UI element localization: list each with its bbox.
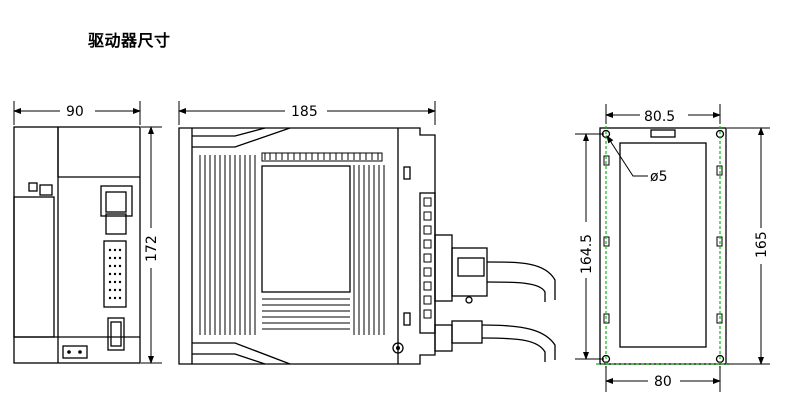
page-title: 驱动器尺寸 (88, 31, 171, 50)
front-view: 90 172 (13, 101, 162, 364)
front-width-dim: 90 (66, 104, 84, 120)
side-width-dim: 185 (291, 104, 318, 120)
mount-top-dim: 80.5 (644, 109, 675, 125)
mount-bottom-dim: 80 (654, 374, 672, 390)
front-height-dim: 172 (144, 235, 160, 262)
mount-hole-dim: ø5 (650, 169, 667, 185)
mount-right-height-dim: 165 (754, 231, 770, 258)
mount-left-height-dim: 164.5 (579, 234, 595, 274)
mount-view: 80.5 ø5 164.5 165 (575, 104, 770, 392)
side-view: 185 (178, 101, 556, 365)
